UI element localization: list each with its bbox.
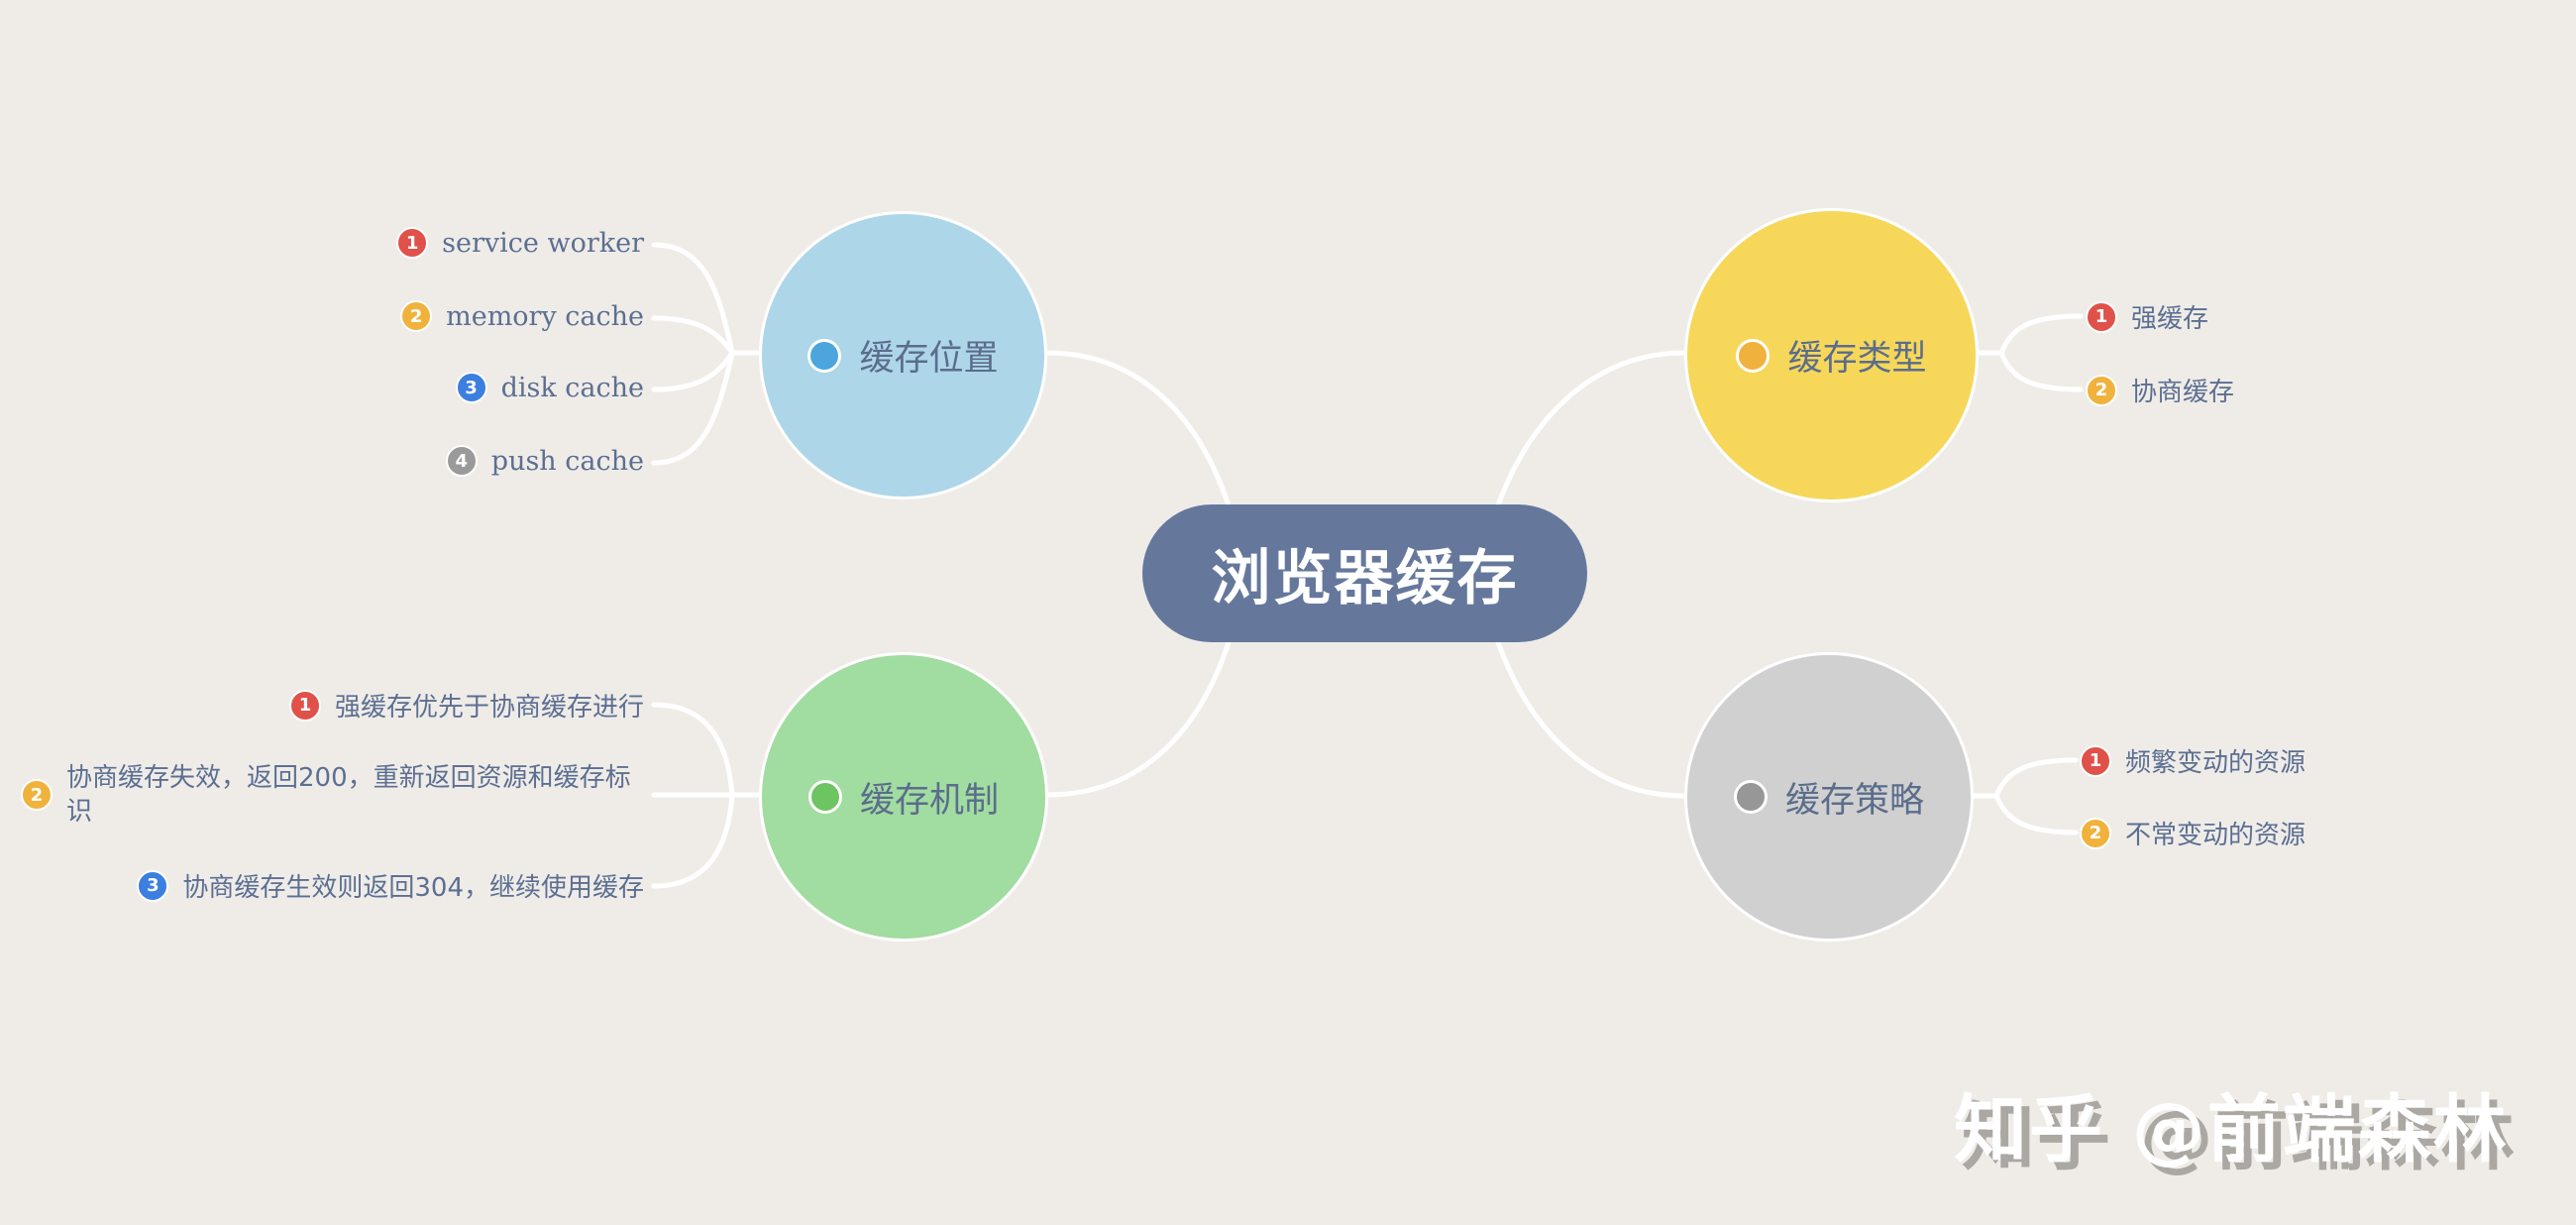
subtopic-disk-cache[interactable]: 3 disk cache (455, 372, 644, 403)
subtopic-label: push cache (490, 445, 644, 477)
subtopic-label: 频繁变动的资源 (2125, 748, 2307, 778)
subtopic-push-cache[interactable]: 4 push cache (445, 445, 644, 477)
subtopic-negotiation-success[interactable]: 3 协商缓存生效则返回304，继续使用缓存 (137, 867, 644, 904)
subtopic-label: 强缓存优先于协商缓存进行 (334, 693, 644, 723)
subtopic-service-worker[interactable]: 1 service worker (396, 227, 644, 259)
topic-cache-mechanism[interactable]: 缓存机制 (759, 652, 1048, 942)
topic-dot-icon (807, 338, 842, 373)
topic-label: 缓存策略 (1784, 780, 1924, 821)
topic-dot-icon (1736, 338, 1771, 373)
subtopic-label: disk cache (500, 372, 644, 403)
subtopic-label: 协商缓存生效则返回304，继续使用缓存 (182, 873, 644, 903)
priority-1-icon: 1 (396, 227, 429, 259)
priority-2-icon: 2 (2086, 374, 2117, 406)
subtopic-strong-first[interactable]: 1 强缓存优先于协商缓存进行 (288, 687, 644, 724)
topic-cache-location[interactable]: 缓存位置 (759, 211, 1047, 500)
subtopic-rare-change[interactable]: 2 不常变动的资源 (2080, 815, 2306, 851)
priority-2-icon: 2 (400, 300, 433, 332)
subtopic-negotiation-failed[interactable]: 2 协商缓存失效，返回200，重新返回资源和缓存标识 (21, 761, 645, 829)
subtopic-label: service worker (442, 227, 644, 259)
priority-3-icon: 3 (137, 869, 169, 902)
topic-dot-icon (1733, 780, 1768, 814)
subtopic-label: 协商缓存 (2131, 378, 2235, 407)
topic-label: 缓存类型 (1787, 339, 1927, 379)
priority-2-icon: 2 (2080, 817, 2111, 849)
priority-1-icon: 1 (288, 689, 321, 722)
subtopic-label: 强缓存 (2131, 304, 2209, 334)
subtopic-label: 协商缓存失效，返回200，重新返回资源和缓存标识 (66, 763, 631, 827)
watermark: 知乎 @前端森林 (1954, 1087, 2509, 1172)
topic-cache-type[interactable]: 缓存类型 (1684, 208, 1979, 502)
priority-2-icon: 2 (21, 779, 53, 811)
topic-label: 缓存机制 (859, 780, 999, 821)
subtopic-label: 不常变动的资源 (2125, 821, 2307, 850)
topic-cache-strategy[interactable]: 缓存策略 (1684, 652, 1974, 942)
subtopic-label: memory cache (446, 300, 644, 332)
central-topic-label: 浏览器缓存 (1211, 544, 1519, 613)
priority-1-icon: 1 (2080, 744, 2111, 777)
priority-3-icon: 3 (455, 372, 487, 403)
central-topic[interactable]: 浏览器缓存 (1142, 504, 1587, 642)
priority-1-icon: 1 (2086, 300, 2117, 333)
priority-4-icon: 4 (445, 445, 478, 477)
subtopic-strong-cache[interactable]: 1 强缓存 (2086, 298, 2208, 335)
topic-dot-icon (807, 780, 842, 814)
subtopic-frequent-change[interactable]: 1 频繁变动的资源 (2080, 742, 2306, 779)
subtopic-memory-cache[interactable]: 2 memory cache (400, 300, 644, 332)
topic-label: 缓存位置 (859, 339, 999, 379)
subtopic-negotiated-cache[interactable]: 2 协商缓存 (2086, 372, 2234, 408)
